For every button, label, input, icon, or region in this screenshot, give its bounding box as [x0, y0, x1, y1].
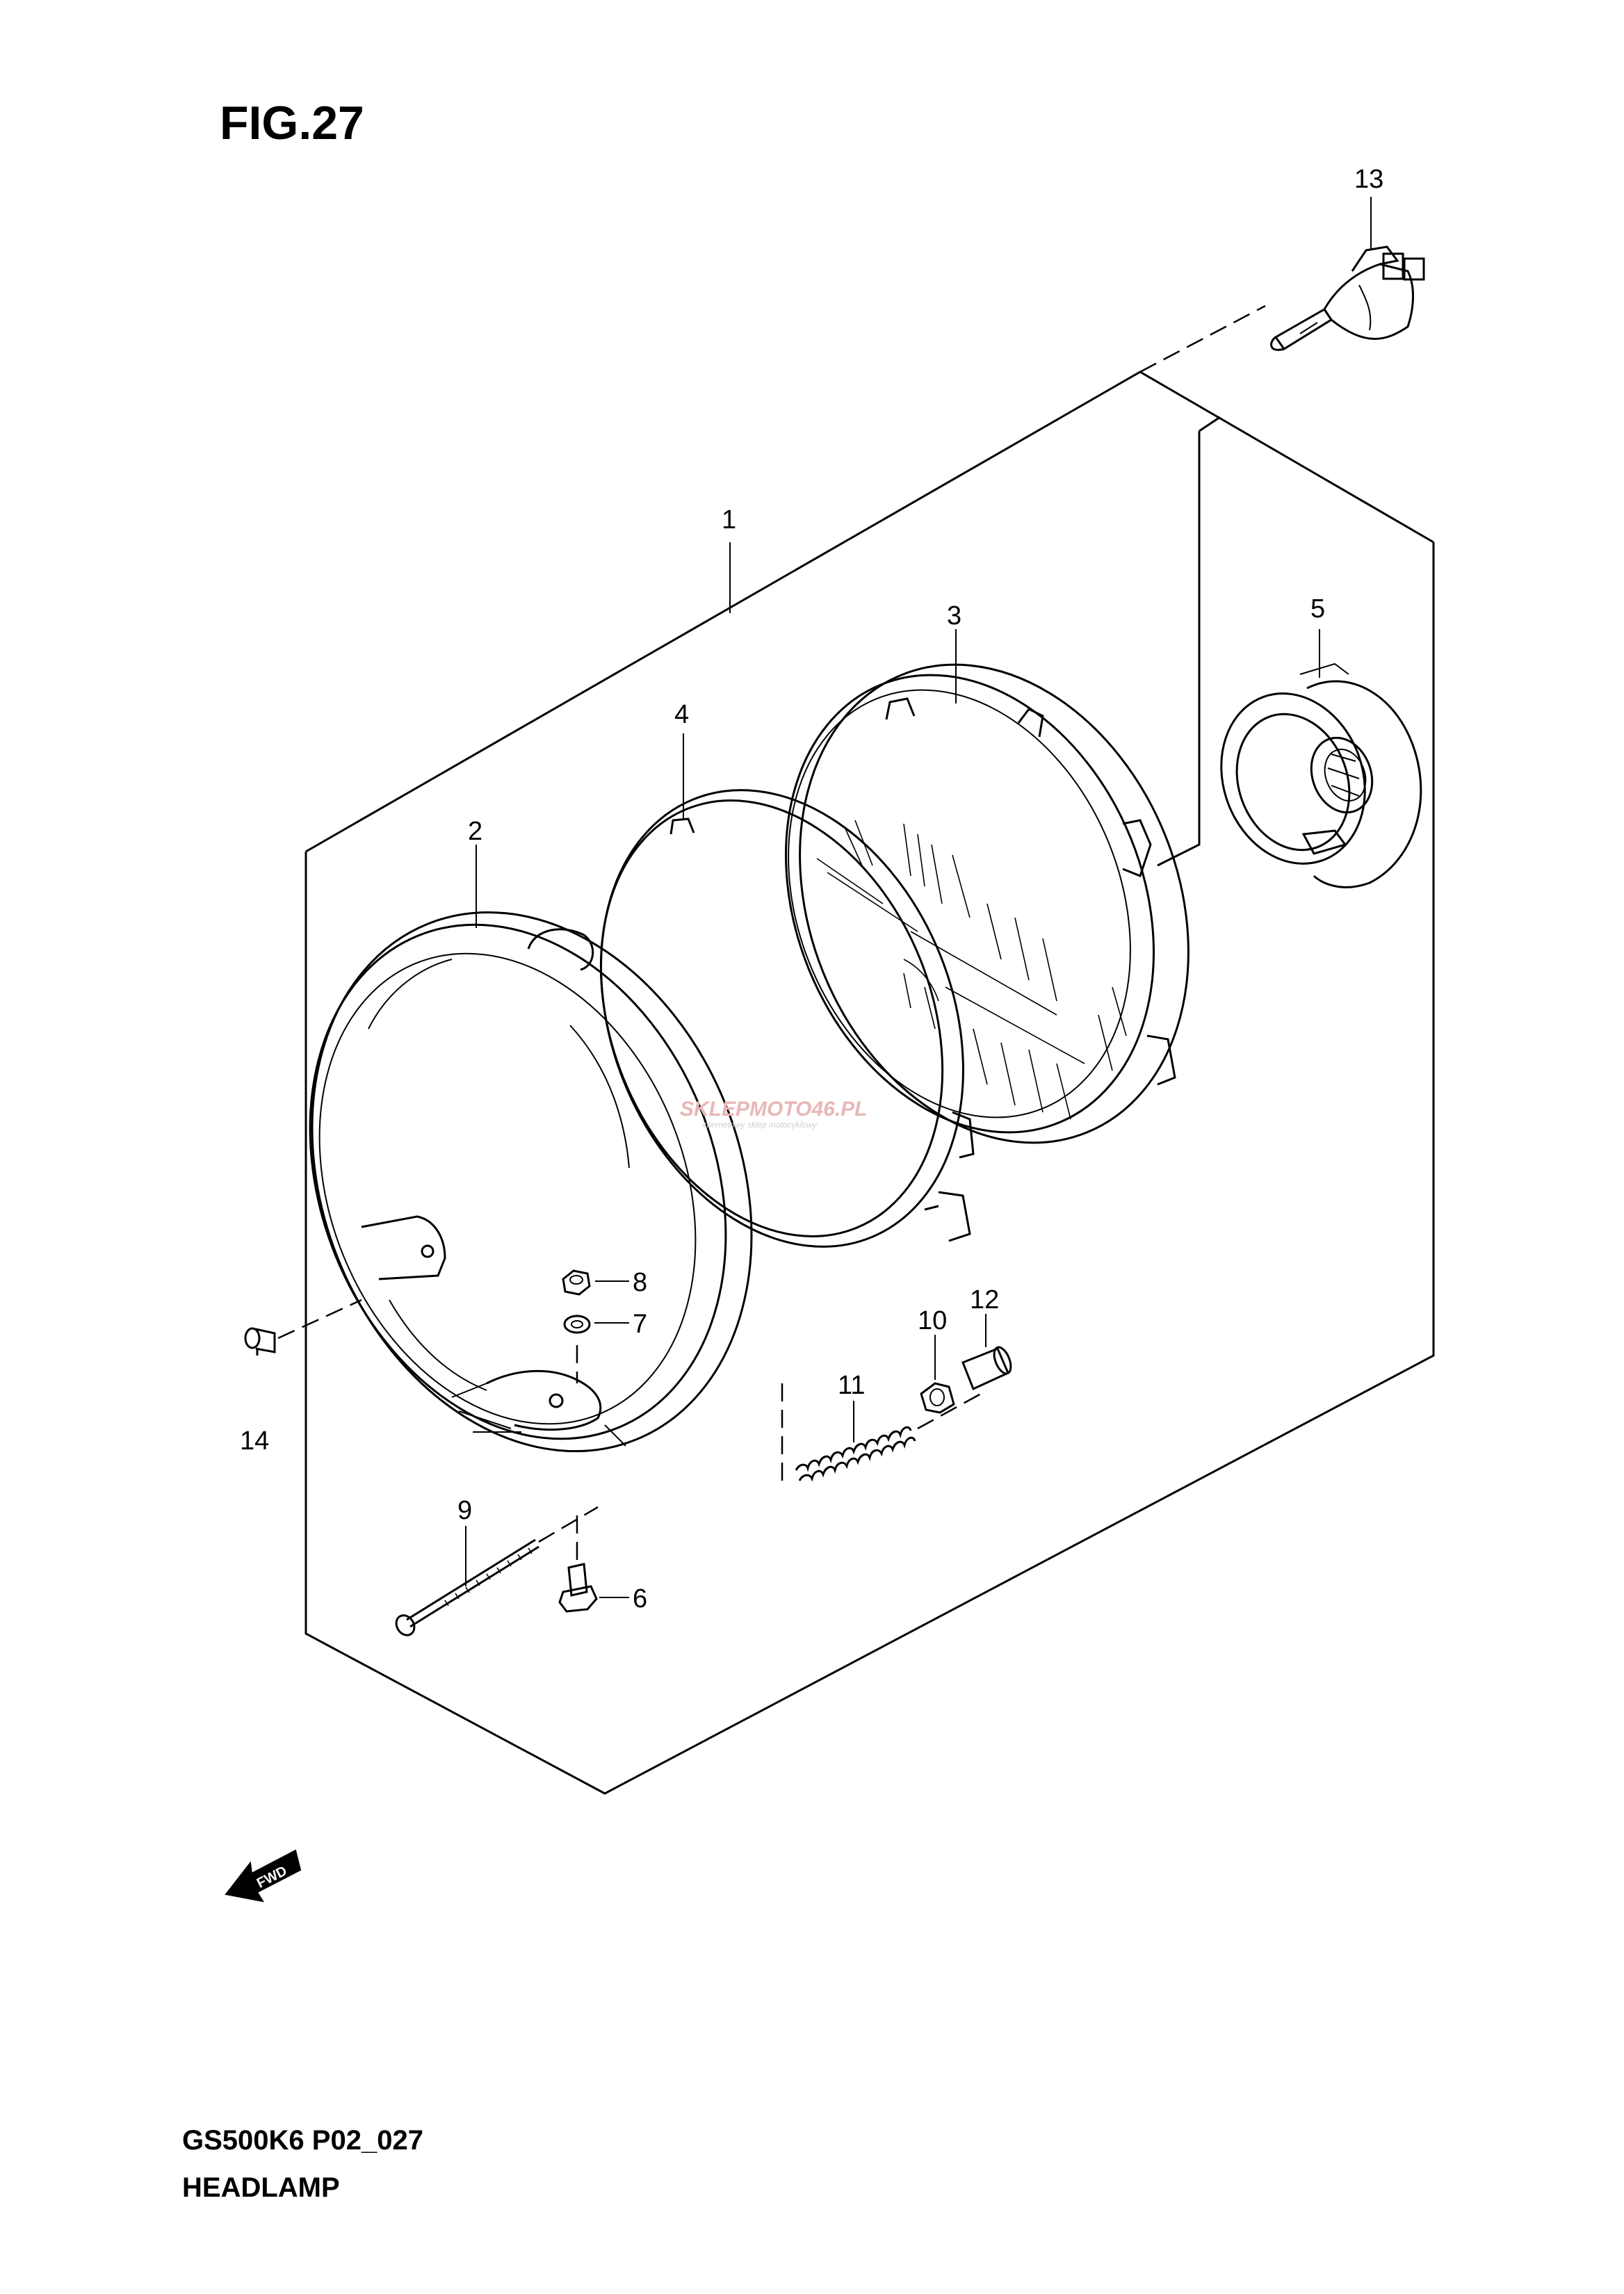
lens-pattern: [816, 820, 1127, 1120]
callout-13: 13: [1354, 165, 1383, 194]
part-socket-cover: [1220, 662, 1422, 888]
callout-6: 6: [633, 1584, 647, 1613]
callout-10: 10: [918, 1306, 947, 1335]
part-nut: [562, 1269, 629, 1296]
watermark: SKLEPMOTO46.PL internetowy sklep motocyk…: [680, 1098, 868, 1130]
part-bulb: [1270, 245, 1425, 351]
callout-2: 2: [468, 817, 482, 846]
model-code: GS500K6 P02_027: [182, 2125, 423, 2156]
part-washer: [563, 1315, 629, 1334]
watermark-brand: SKLEPMOTO46.PL: [680, 1098, 868, 1121]
part-retainer: [920, 1335, 955, 1414]
figure-number: FIG.27: [220, 97, 364, 149]
callout-1: 1: [722, 505, 736, 535]
callout-12: 12: [970, 1285, 999, 1315]
callout-14: 14: [240, 1426, 269, 1456]
watermark-tagline: internetowy sklep motocyklowy: [702, 1120, 818, 1130]
assembly-frame: [304, 304, 1435, 1795]
callout-5: 5: [1310, 594, 1325, 624]
diagram-title: HEADLAMP: [182, 2172, 340, 2203]
part-seal-ring: [599, 789, 971, 1248]
part-headlamp-rim: [309, 911, 753, 1453]
callout-11: 11: [838, 1371, 865, 1400]
callout-3: 3: [947, 601, 961, 631]
callout-9: 9: [457, 1496, 472, 1525]
part-collar: [961, 1314, 1012, 1391]
fwd-direction-arrow-icon: FWD: [225, 1849, 302, 1903]
part-small-bolt: [558, 1515, 629, 1613]
part-long-bolt: [395, 1506, 599, 1636]
callout-8: 8: [633, 1268, 647, 1297]
callout-7: 7: [633, 1310, 647, 1339]
callout-4: 4: [674, 700, 689, 729]
part-screw-left: [244, 1299, 362, 1356]
part-spring: [781, 1383, 988, 1484]
